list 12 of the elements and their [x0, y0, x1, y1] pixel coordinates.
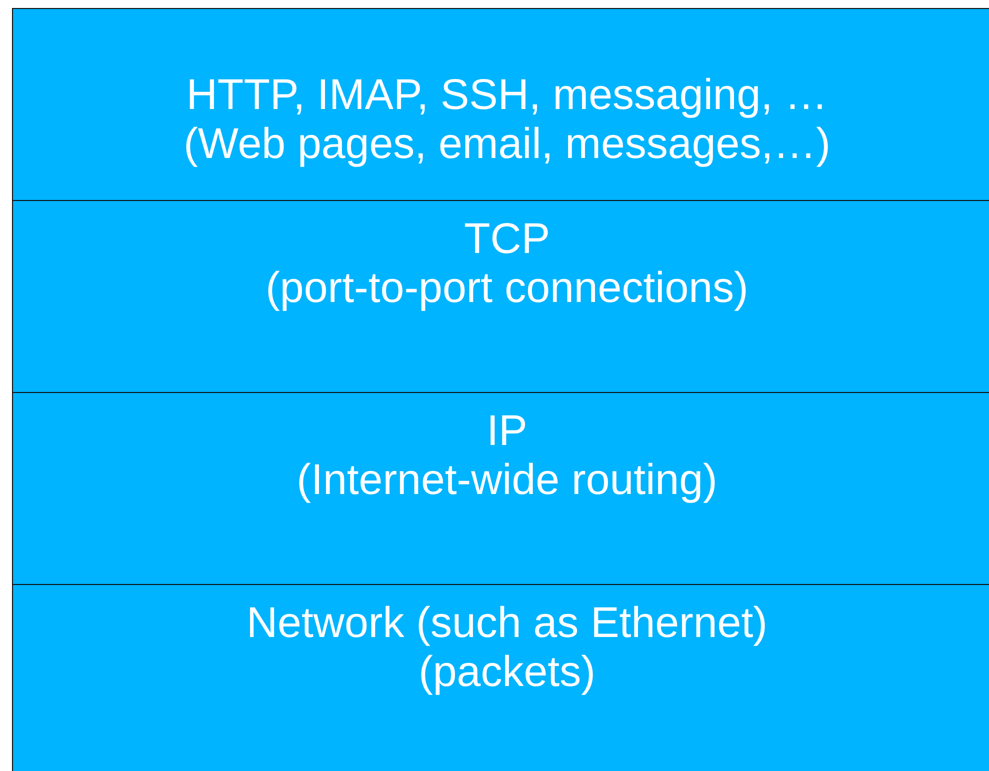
layer-band: [12, 200, 989, 394]
layer-description: (Internet-wide routing): [296, 456, 718, 505]
layer-description: (Web pages, email, messages,…): [184, 120, 830, 169]
layer-band: [12, 8, 989, 202]
layer-band: [12, 392, 989, 586]
layer-band: [12, 584, 989, 771]
layer-description: (packets): [418, 648, 596, 697]
layer-name: IP: [486, 407, 528, 456]
layer-name: TCP: [464, 215, 550, 264]
layer-description: (port-to-port connections): [266, 264, 748, 313]
layer-name: Network (such as Ethernet): [246, 599, 768, 648]
layer-name: HTTP, IMAP, SSH, messaging, …: [186, 71, 828, 120]
